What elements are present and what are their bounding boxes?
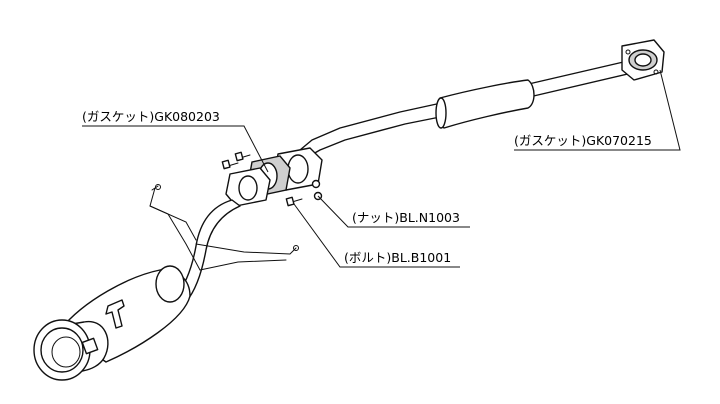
front-resonator [437,80,534,128]
callout-nut: (ナット)BL.N1003 [318,196,470,227]
nuts [313,181,322,200]
label-nut: (ナット)BL.N1003 [352,210,460,225]
label-gasket-rear: (ガスケット)GK070215 [514,133,652,148]
inlet-flange [622,40,664,80]
hanger-bracket [150,185,299,271]
callout-gasket-front: (ガスケット)GK080203 [82,109,268,172]
label-gasket-front: (ガスケット)GK080203 [82,109,220,124]
main-muffler [34,266,190,380]
label-bolt: (ボルト)BL.B1001 [344,250,451,265]
